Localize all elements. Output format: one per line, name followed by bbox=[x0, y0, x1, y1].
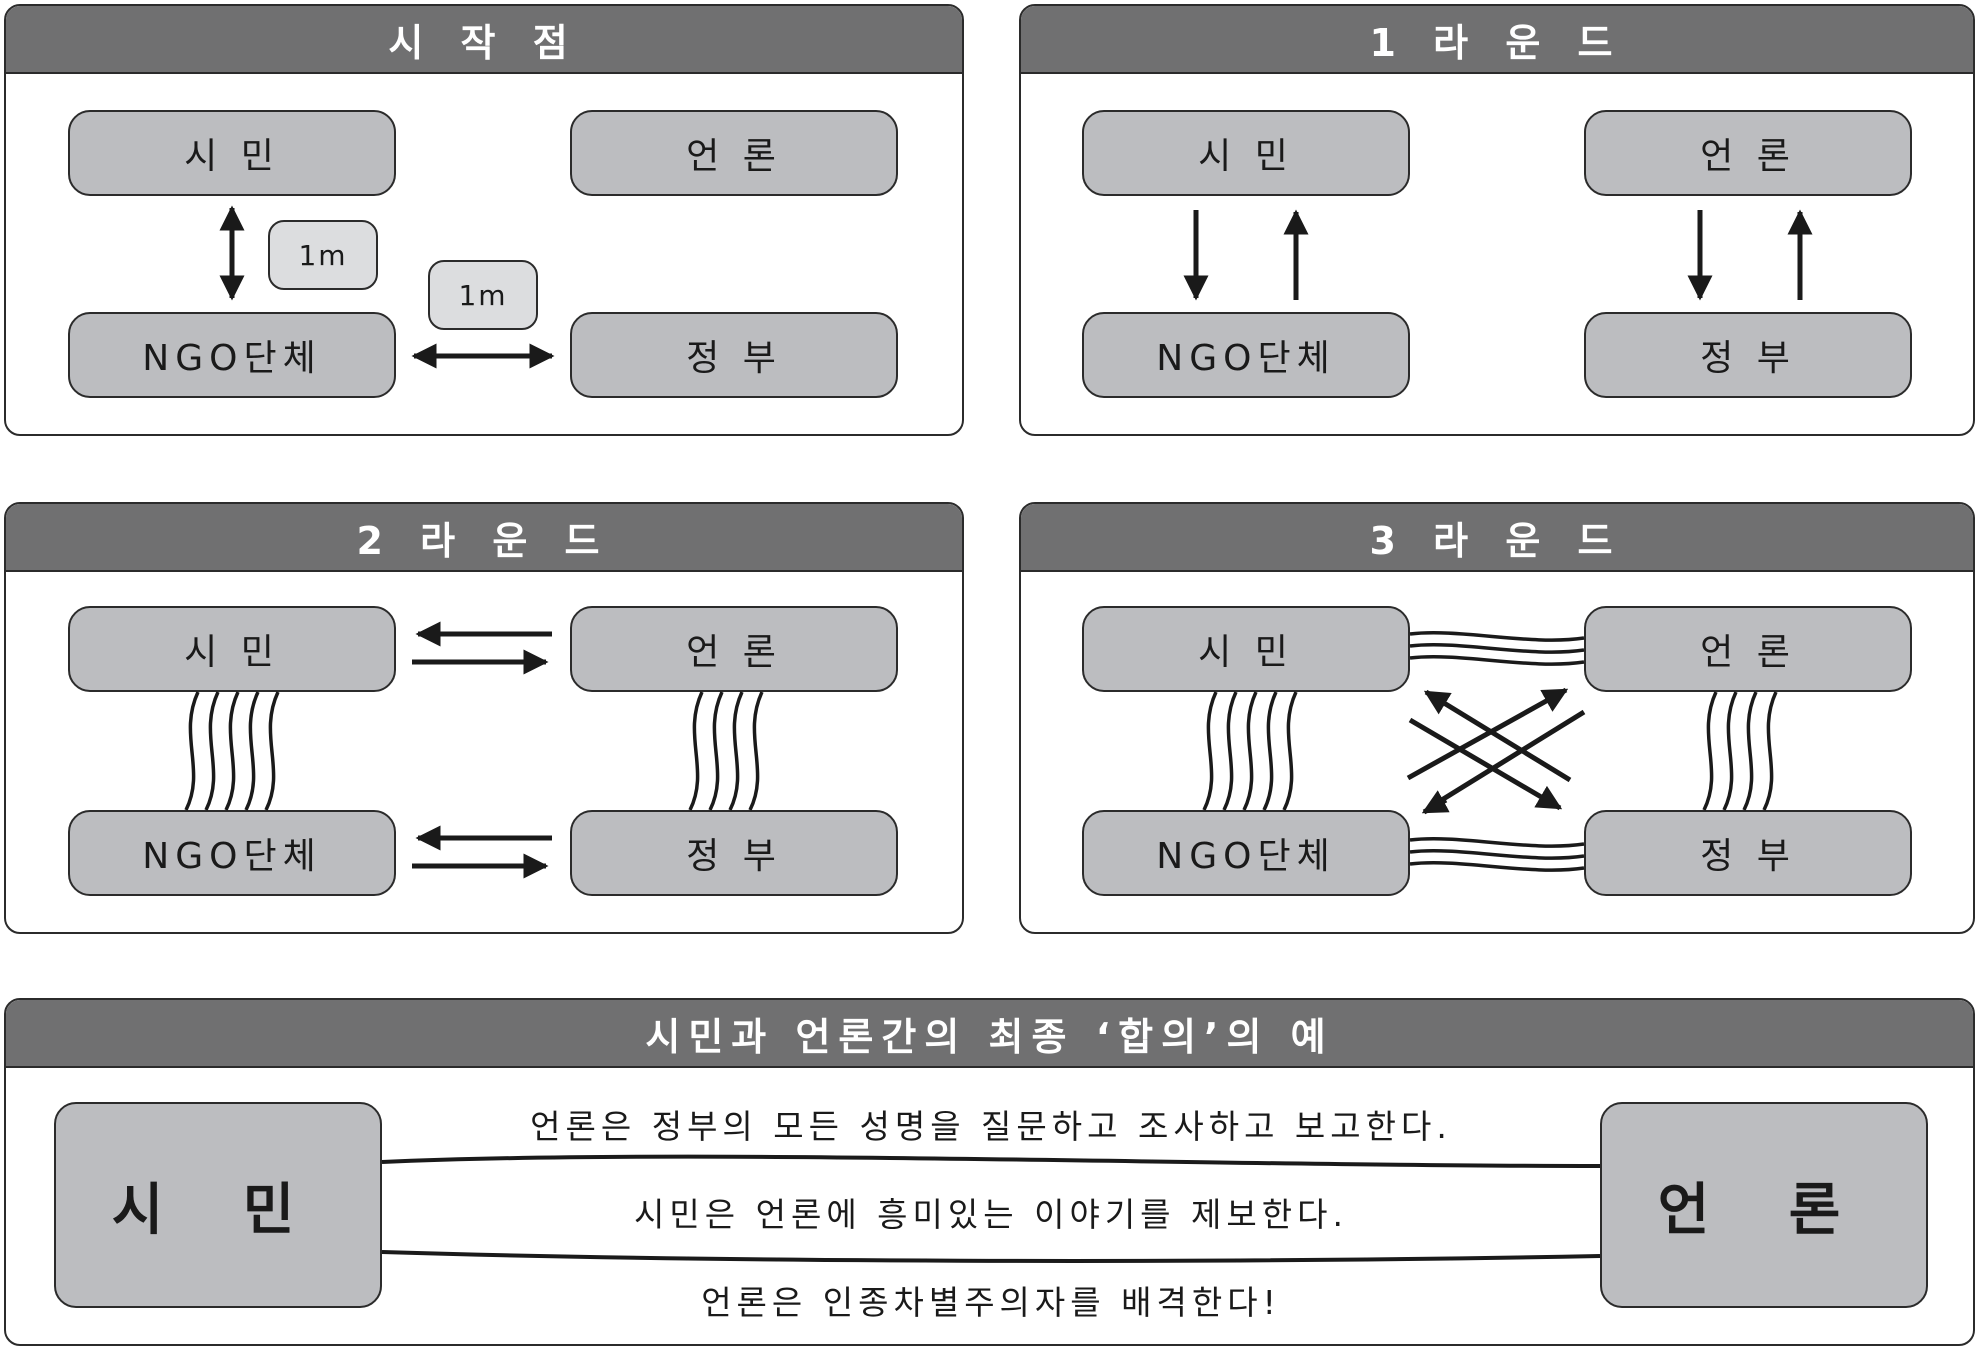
wavy-link-vertical bbox=[184, 691, 280, 811]
wavy-link-horizontal bbox=[1409, 631, 1585, 666]
node-government: 정 부 bbox=[570, 810, 898, 896]
diagonal-arrow bbox=[1430, 709, 1586, 809]
node-citizen: 시 민 bbox=[68, 606, 396, 692]
diagonal-arrow bbox=[1408, 717, 1563, 811]
node-media: 언 론 bbox=[1584, 110, 1912, 196]
distance-label-vertical: 1m bbox=[268, 220, 378, 290]
node-citizen: 시 민 bbox=[1082, 110, 1410, 196]
panel-title: 2 라 운 드 bbox=[6, 504, 962, 572]
panel-title: 시 작 점 bbox=[6, 6, 962, 74]
node-media-large: 언 론 bbox=[1600, 1102, 1928, 1308]
diagonal-arrow bbox=[1406, 687, 1569, 781]
panel-title: 시민과 언론간의 최종 ‘합의’의 예 bbox=[6, 1000, 1973, 1068]
agreement-link-top bbox=[381, 1154, 1601, 1168]
node-ngo: NGO단체 bbox=[68, 312, 396, 398]
wavy-link-vertical bbox=[1202, 691, 1298, 811]
node-media: 언 론 bbox=[570, 110, 898, 196]
node-citizen: 시 민 bbox=[68, 110, 396, 196]
wavy-link-vertical bbox=[688, 691, 764, 811]
diagonal-arrow bbox=[1423, 689, 1572, 783]
panel-title: 1 라 운 드 bbox=[1021, 6, 1973, 74]
wavy-link-horizontal bbox=[1409, 837, 1585, 872]
node-ngo: NGO단체 bbox=[68, 810, 396, 896]
node-ngo: NGO단체 bbox=[1082, 810, 1410, 896]
diagonal-arrow bbox=[1421, 790, 1450, 815]
node-citizen: 시 민 bbox=[1082, 606, 1410, 692]
agreement-sentence-2: 시민은 언론에 흥미있는 이야기를 제보한다. bbox=[634, 1195, 1348, 1234]
distance-label-horizontal: 1m bbox=[428, 260, 538, 330]
agreement-sentence-1: 언론은 정부의 모든 성명을 질문하고 조사하고 보고한다. bbox=[530, 1107, 1452, 1146]
node-government: 정 부 bbox=[570, 312, 898, 398]
wavy-link-vertical bbox=[1702, 691, 1778, 811]
agreement-link-bottom bbox=[381, 1250, 1601, 1263]
node-government: 정 부 bbox=[1584, 810, 1912, 896]
agreement-sentence-3: 언론은 인종차별주의자를 배격한다! bbox=[701, 1283, 1281, 1322]
node-ngo: NGO단체 bbox=[1082, 312, 1410, 398]
node-citizen-large: 시 민 bbox=[54, 1102, 382, 1308]
node-media: 언 론 bbox=[1584, 606, 1912, 692]
node-media: 언 론 bbox=[570, 606, 898, 692]
node-government: 정 부 bbox=[1584, 312, 1912, 398]
panel-title: 3 라 운 드 bbox=[1021, 504, 1973, 572]
